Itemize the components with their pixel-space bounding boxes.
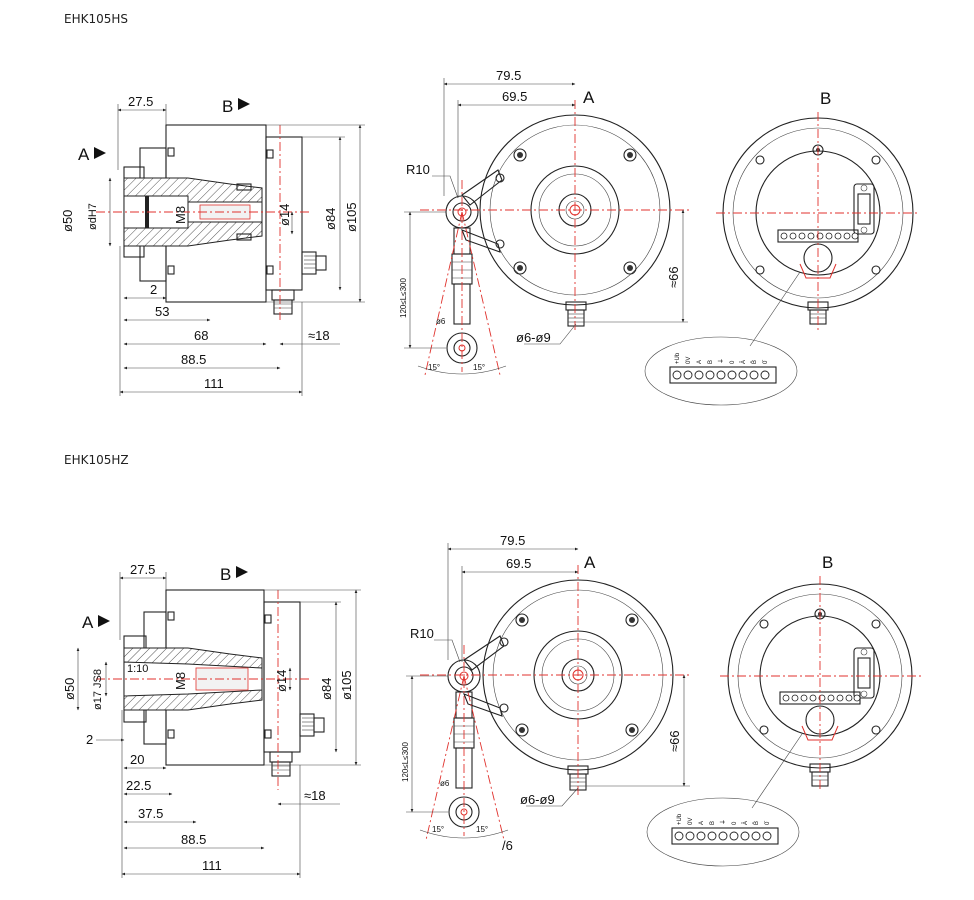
dim-label: 2 xyxy=(150,282,157,297)
dim-label: ø84 xyxy=(323,208,338,230)
dim-label: ø14 xyxy=(277,204,292,226)
dim-label: 53 xyxy=(155,304,169,319)
dim-label: ø6-ø9 xyxy=(516,330,551,345)
dim-label: 15° xyxy=(428,363,440,372)
dim-label: ø105 xyxy=(339,670,354,700)
terminal-label: 0̄ xyxy=(765,821,771,825)
dim-label: 15° xyxy=(476,825,488,834)
dim-label: ø6 xyxy=(436,317,446,326)
dim-label: 2 xyxy=(86,732,93,747)
terminal-label: 0V xyxy=(688,818,694,825)
dim-label: M8 xyxy=(173,672,188,690)
dim-label: ø14 xyxy=(274,670,289,692)
marker-a: A xyxy=(78,145,90,164)
front-view-hs: A 79.5 69.5 R10 120≤L≤300 ø6 15° 15° ≈66… xyxy=(399,68,690,376)
back-view-hs: B +Ub 0V A B ⏚ 0 Ā B̄ 0̄ xyxy=(644,89,920,406)
terminal-label: 0V xyxy=(686,357,692,364)
dim-label: 22.5 xyxy=(126,778,151,793)
dim-label: 37.5 xyxy=(138,806,163,821)
dim-label: 79.5 xyxy=(496,68,521,83)
terminal-label: 0̄ xyxy=(763,360,769,364)
dim-label: 69.5 xyxy=(506,556,531,571)
terminal-label: B̄ xyxy=(753,821,760,825)
terminal-label: +Ub xyxy=(677,813,683,825)
dim-label: 88.5 xyxy=(181,352,206,367)
dim-label: R10 xyxy=(410,626,434,641)
terminal-label: B̄ xyxy=(751,360,758,364)
dim-label: 69.5 xyxy=(502,89,527,104)
terminal-label: ⏚ xyxy=(718,358,725,364)
view-label-a: A xyxy=(584,553,596,572)
dim-label: 1:10 xyxy=(127,663,148,675)
side-view-hz: A B 27.5 ø50 ø17 JS8 1:10 M8 ø14 ø84 ø10… xyxy=(62,562,361,878)
dim-label: ø50 xyxy=(62,678,77,700)
dim-label: M8 xyxy=(173,206,188,224)
dim-label: /6 xyxy=(502,838,513,853)
dim-label: 15° xyxy=(473,363,485,372)
view-label-b: B xyxy=(822,553,833,572)
dim-label: 27.5 xyxy=(128,94,153,109)
dim-label: 27.5 xyxy=(130,562,155,577)
dim-label: 111 xyxy=(202,858,222,873)
dim-label: ødH7 xyxy=(87,203,99,230)
front-view-hz: A 79.5 69.5 R10 120≤L≤300 ø6 15° 15° ≈66… xyxy=(401,533,692,853)
dim-label: 20 xyxy=(130,752,144,767)
dim-label: ø6-ø9 xyxy=(520,792,555,807)
section-title-hz: EHK105HZ xyxy=(64,453,129,467)
side-view-hs: A B 27.5 ø50 ødH7 M8 ø14 ø84 ø105 2 53 6… xyxy=(60,94,365,396)
marker-a: A xyxy=(82,613,94,632)
terminal-label: A xyxy=(697,360,703,364)
dim-label: 79.5 xyxy=(500,533,525,548)
section-title-hs: EHK105HS xyxy=(64,12,129,26)
dim-label: 120≤L≤300 xyxy=(399,278,408,318)
dim-label: ø84 xyxy=(319,678,334,700)
dim-label: 68 xyxy=(194,328,208,343)
terminal-label: Ā xyxy=(742,821,749,825)
terminal-label: 0 xyxy=(730,360,736,364)
terminal-label: A xyxy=(699,821,705,825)
dim-label: 88.5 xyxy=(181,832,206,847)
dim-label: ≈66 xyxy=(666,266,681,288)
dim-label: ø6 xyxy=(440,779,450,788)
view-label-a: A xyxy=(583,88,595,107)
dim-label: R10 xyxy=(406,162,430,177)
marker-b: B xyxy=(220,565,231,584)
view-label-b: B xyxy=(820,89,831,108)
marker-b: B xyxy=(222,97,233,116)
terminal-label: 0 xyxy=(732,821,738,825)
dim-label: 15° xyxy=(432,825,444,834)
terminal-label: +Ub xyxy=(675,352,681,364)
dim-label: 111 xyxy=(204,376,224,391)
dim-label: ø17 JS8 xyxy=(92,669,104,710)
dim-label: ≈18 xyxy=(308,328,330,343)
back-view-hz: B +Ub 0V A B ⏚ 0 Ā B̄ 0̄ xyxy=(646,553,922,867)
terminal-label: Ā xyxy=(740,360,747,364)
terminal-label: B xyxy=(710,821,716,825)
dim-label: ø50 xyxy=(60,210,75,232)
dim-label: ≈66 xyxy=(667,730,682,752)
dim-label: ≈18 xyxy=(304,788,326,803)
terminal-label: B xyxy=(708,360,714,364)
dim-label: ø105 xyxy=(344,202,359,232)
dim-label: 120≤L≤300 xyxy=(401,742,410,782)
terminal-label: ⏚ xyxy=(720,819,727,825)
